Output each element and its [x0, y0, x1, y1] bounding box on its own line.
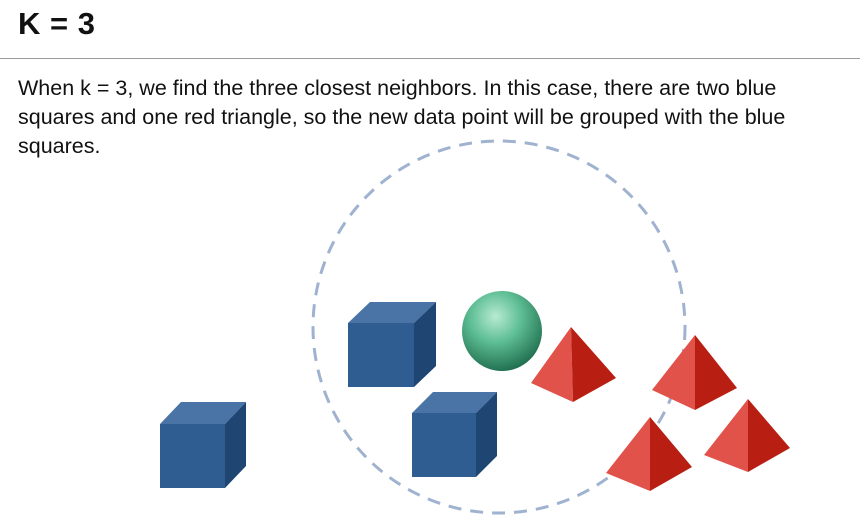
neighborhood-circle: [311, 139, 687, 515]
red-triangle-2: [652, 335, 737, 410]
blue-square-neighbor-2: [412, 392, 497, 477]
new-data-point: [462, 291, 542, 371]
slide-title: K = 3: [18, 6, 96, 41]
red-triangle-3: [704, 399, 790, 472]
blue-square-outlier: [160, 402, 246, 488]
blue-square-neighbor-1: [348, 302, 436, 387]
red-triangle-4: [606, 417, 692, 491]
red-triangle-neighbor: [531, 327, 616, 402]
title-divider: [0, 58, 860, 59]
slide-description: When k = 3, we find the three closest ne…: [18, 76, 786, 158]
